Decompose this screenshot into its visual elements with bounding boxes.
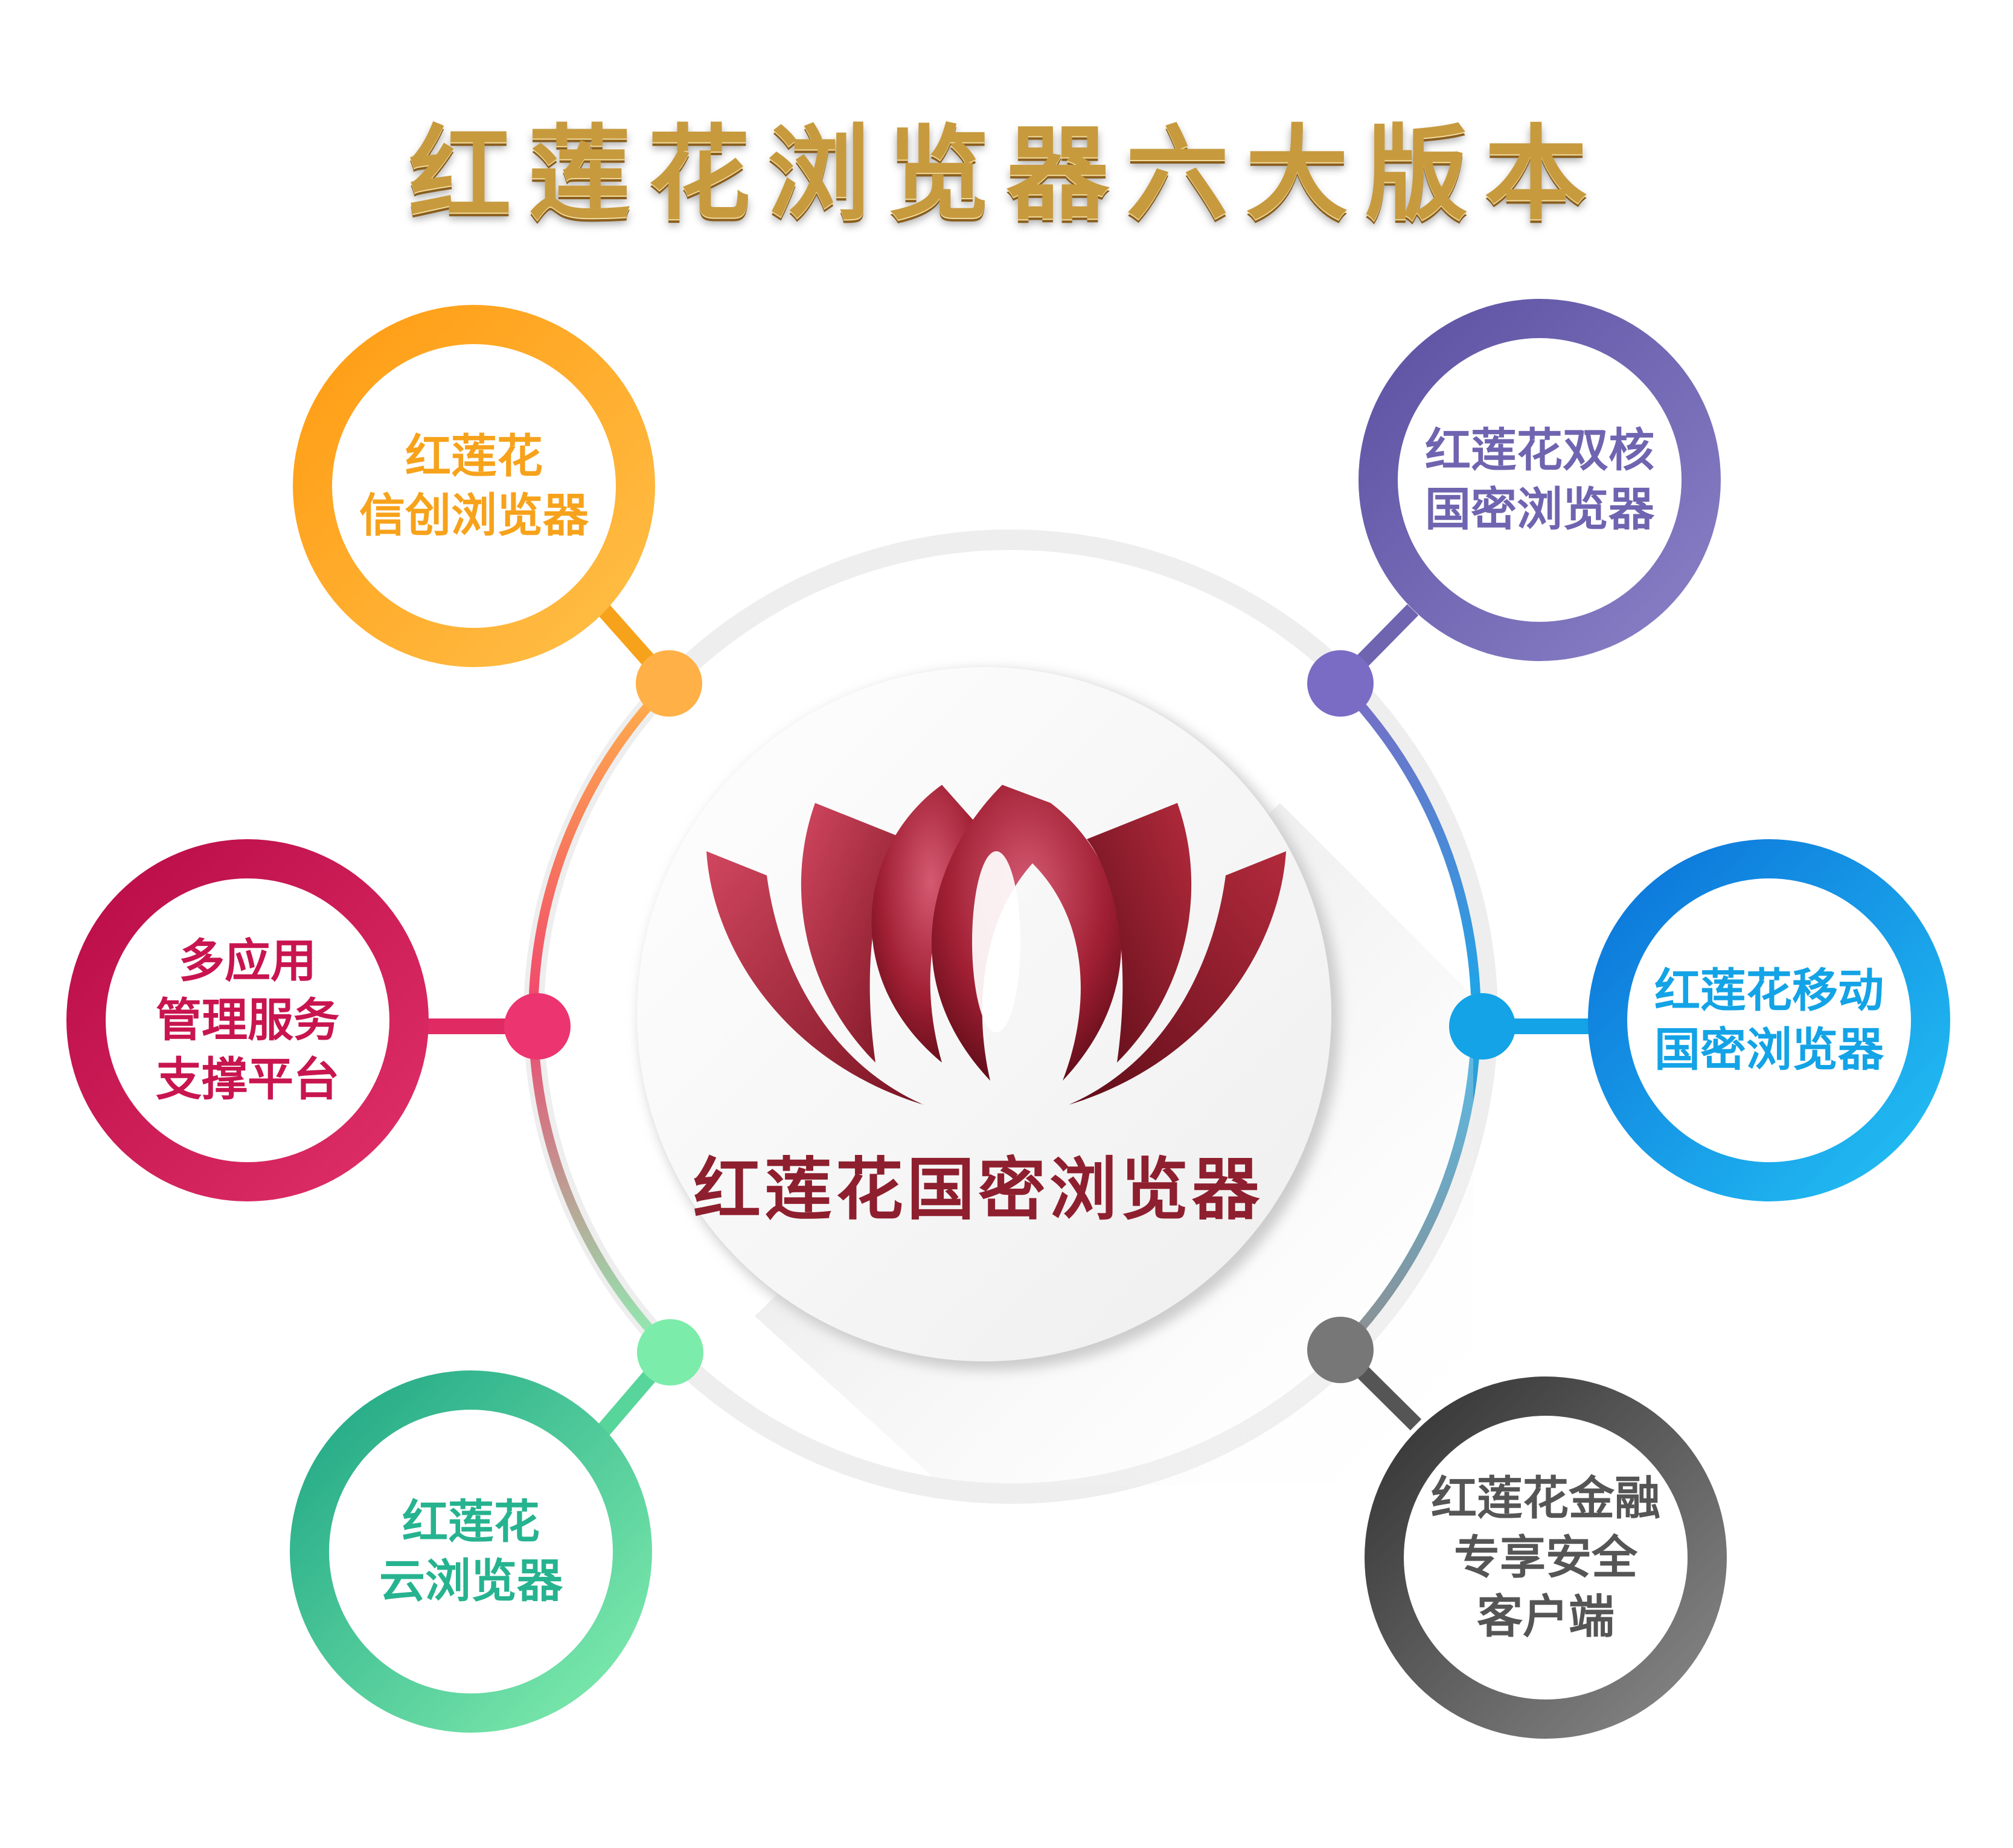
lotus-petal-right (1087, 803, 1192, 1063)
dot-dualcore (1307, 650, 1374, 717)
node-line: 国密浏览器 (1654, 1023, 1884, 1076)
node-line: 红莲花 (405, 429, 543, 483)
node-line: 信创浏览器 (359, 488, 589, 542)
node-ring-cloud (290, 1370, 652, 1733)
node-line: 管理服务 (156, 993, 339, 1047)
node-line: 客户端 (1477, 1590, 1615, 1643)
lotus-petal-outer-left (706, 851, 924, 1105)
lotus-logo (706, 785, 1286, 1105)
node-line: 专享安全 (1454, 1530, 1637, 1584)
node-line: 云浏览器 (379, 1554, 563, 1608)
node-line: 国密浏览器 (1425, 482, 1654, 536)
node-ring-finance (1365, 1376, 1727, 1739)
lotus-petal-outer-right (1069, 851, 1286, 1105)
node-label-multiapp: 多应用 管理服务 支撑平台 (127, 900, 368, 1141)
center-product-name: 红莲花国密浏览器 (693, 1150, 1263, 1229)
node-label-mobile: 红莲花移动 国密浏览器 (1648, 900, 1890, 1141)
lotus-petal-center (931, 785, 1122, 1081)
node-line: 红莲花 (402, 1495, 540, 1549)
page-title: 红莲花浏览器六大版本 (408, 114, 1604, 234)
node-ring-multiapp (66, 839, 429, 1201)
dot-xinchuang (636, 650, 702, 717)
node-label-xinchuang: 红莲花 信创浏览器 (353, 365, 595, 607)
node-ring-dualcore (1359, 299, 1721, 661)
node-ring-mobile (1588, 839, 1950, 1201)
dot-mobile (1449, 993, 1515, 1060)
lotus-core (972, 851, 1020, 1032)
dot-finance (1307, 1317, 1374, 1383)
dot-cloud (637, 1319, 703, 1386)
node-line: 红莲花金融 (1431, 1471, 1660, 1525)
node-label-cloud: 红莲花 云浏览器 (350, 1431, 592, 1672)
node-line: 多应用 (179, 934, 316, 988)
node-label-dualcore: 红莲花双核 国密浏览器 (1419, 359, 1660, 601)
node-line: 红莲花双核 (1425, 423, 1654, 477)
node-label-finance: 红莲花金融 专享安全 客户端 (1425, 1437, 1666, 1678)
node-ring-xinchuang (293, 305, 655, 667)
dot-multiapp (504, 993, 571, 1060)
node-line: 支撑平台 (156, 1052, 339, 1106)
lotus-petal-left (801, 803, 906, 1063)
node-line: 红莲花移动 (1654, 964, 1884, 1017)
